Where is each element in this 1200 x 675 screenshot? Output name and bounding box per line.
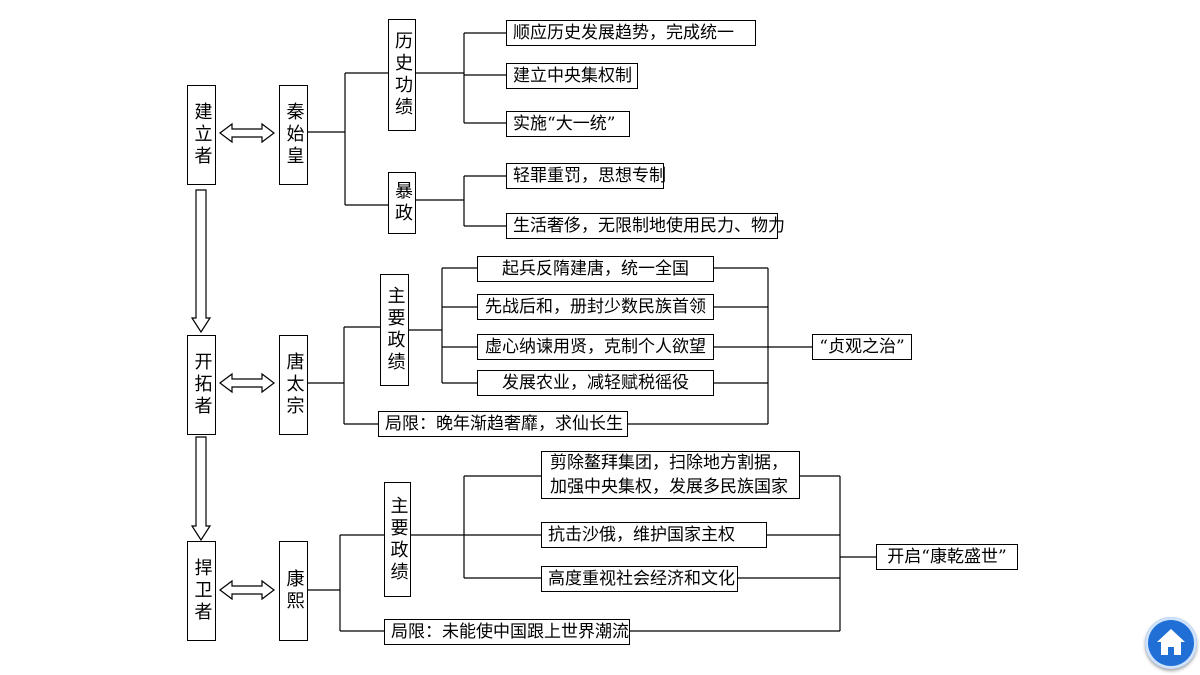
level-founder: 建立者: [187, 85, 216, 185]
home-button[interactable]: [1145, 617, 1197, 669]
qin-tyranny-item: 生活奢侈，无限制地使用民力、物力: [506, 213, 785, 239]
double-arrow-icons: [219, 122, 275, 601]
kangxi-policy-item: 抗击沙俄，维护国家主权: [541, 522, 767, 548]
qin-achievement-item: 顺应历史发展趋势，完成统一: [506, 20, 756, 46]
tang-policies-label: 主要政绩: [380, 274, 409, 386]
qin-achievements-label: 历史功绩: [388, 19, 416, 131]
home-icon: [1157, 629, 1185, 655]
kangxi-policies-label: 主要政绩: [384, 482, 411, 597]
qin-tyranny-label: 暴政: [388, 172, 416, 234]
tang-policy-item: 起兵反隋建唐，统一全国: [477, 256, 714, 282]
qin-tyranny-item: 轻罪重罚，思想专制: [506, 163, 666, 189]
kangxi-result: 开启“康乾盛世”: [876, 544, 1018, 570]
tang-limitation: 局限：晚年渐趋奢靡，求仙长生: [378, 411, 628, 437]
level-defender: 捍卫者: [187, 541, 216, 641]
emperor-tang: 唐太宗: [279, 335, 308, 435]
tang-policy-item: 发展农业，减轻赋税徭役: [477, 370, 714, 396]
down-arrow-icons: [190, 189, 212, 542]
level-pioneer: 开拓者: [187, 335, 216, 435]
qin-achievement-item: 建立中央集权制: [506, 63, 638, 89]
qin-achievement-item: 实施“大一统”: [506, 111, 630, 137]
tang-policy-item: 先战后和，册封少数民族首领: [477, 294, 714, 320]
emperor-qin: 秦始皇: [279, 85, 308, 185]
kangxi-policy-item: 高度重视社会经济和文化: [541, 566, 738, 592]
kangxi-limitation: 局限：未能使中国跟上世界潮流: [384, 619, 630, 645]
tang-policy-item: 虚心纳谏用贤，克制个人欲望: [477, 334, 714, 360]
tang-result: “贞观之治”: [812, 334, 912, 360]
kangxi-policy-item: 剪除鳌拜集团，扫除地方割据，加强中央集权，发展多民族国家: [541, 451, 800, 499]
emperor-kangxi: 康熙: [279, 541, 308, 641]
